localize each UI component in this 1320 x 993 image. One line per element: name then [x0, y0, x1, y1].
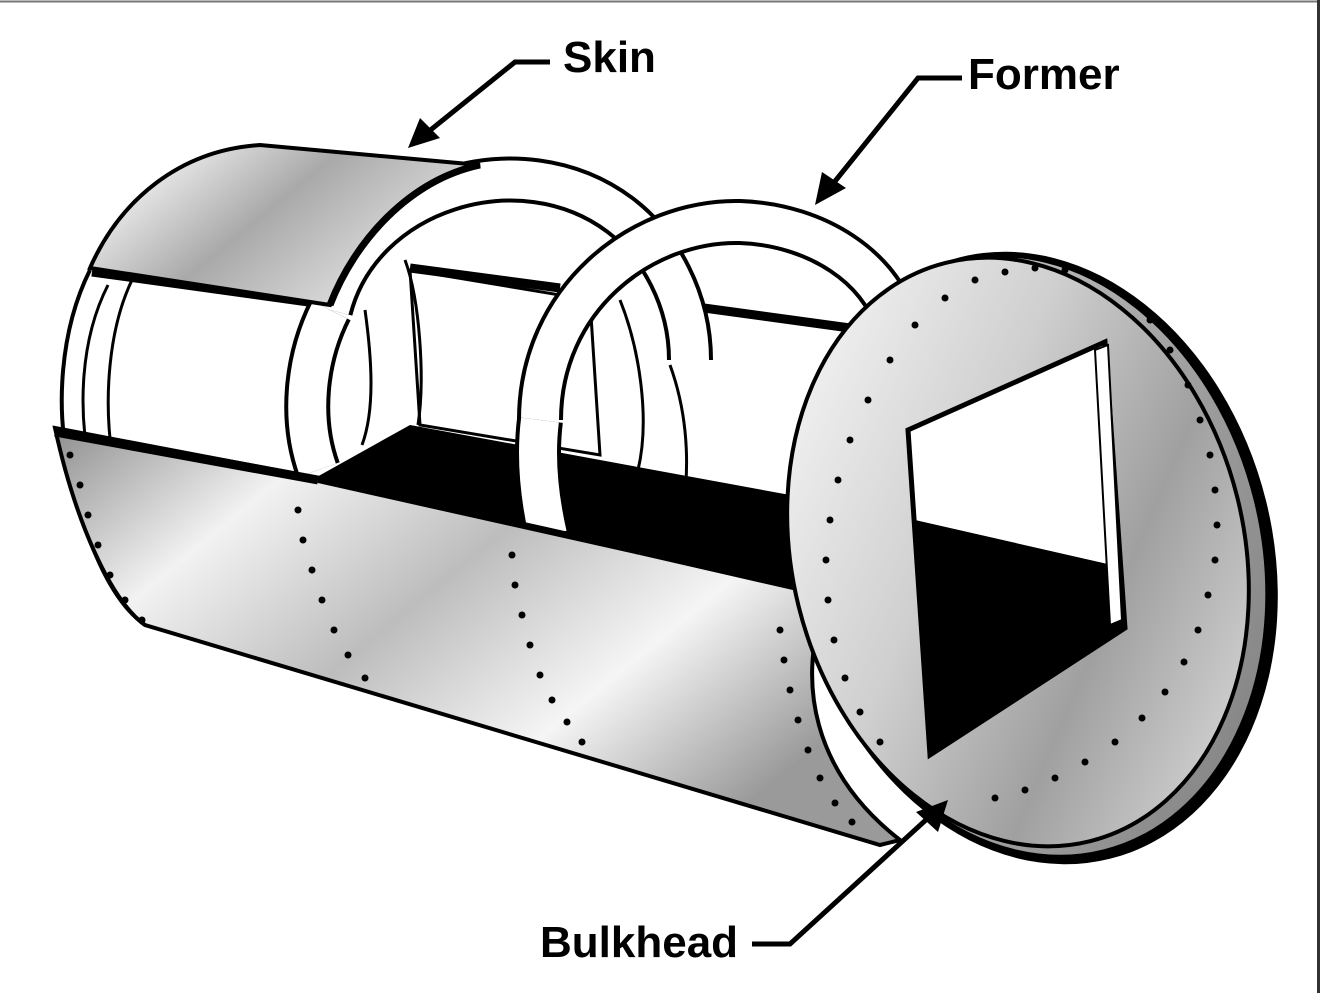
former-leader: [815, 75, 962, 205]
former-label: Former: [968, 50, 1120, 99]
skin-leader: [408, 59, 550, 148]
skin-label: Skin: [563, 33, 656, 82]
former-ring-2: [515, 198, 918, 546]
bulkhead-leader: [752, 800, 948, 947]
skin-rivets: [66, 451, 856, 826]
bulkhead-disc: [785, 251, 1278, 865]
bulkhead-label: Bulkhead: [540, 918, 739, 967]
bulkhead-rivets: [822, 264, 1221, 802]
